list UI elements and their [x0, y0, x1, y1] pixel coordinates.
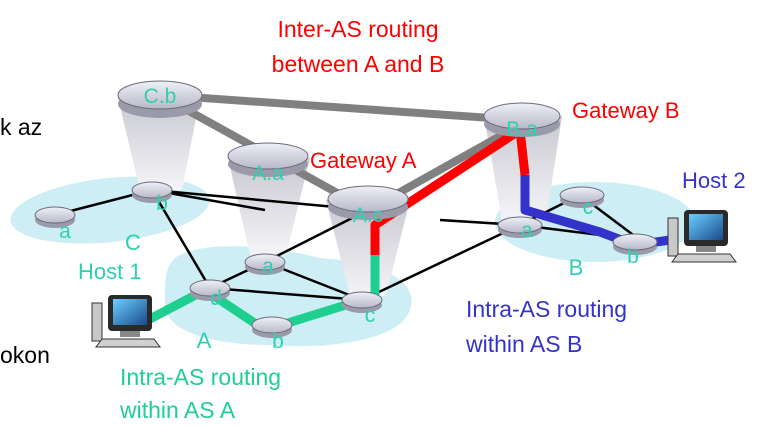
gateway-a-label: Gateway A	[310, 148, 417, 173]
label-b-a: B.a	[506, 118, 538, 141]
router-a-d	[189, 279, 231, 301]
fragment-bottom: okon	[0, 342, 50, 368]
router-c-a	[34, 206, 76, 228]
label-a-c: A.c	[353, 204, 383, 227]
inter-as-caption-2: between A and B	[272, 51, 445, 77]
router-labels: C.b A.a A.c B.a a b a d b c a c b	[59, 85, 639, 353]
label-b-a-low: a	[521, 219, 533, 242]
as-label-a: A	[197, 328, 212, 353]
label-a-d: d	[210, 287, 222, 310]
intra-as-a-caption-1: Intra-AS routing	[120, 364, 281, 390]
label-a-b: b	[272, 330, 284, 353]
router-b-a	[483, 102, 561, 137]
gateway-b-label: Gateway B	[572, 98, 680, 123]
host1-computer-icon	[91, 295, 161, 348]
intra-as-a-caption-2: within AS A	[119, 397, 236, 423]
intra-as-b-caption-1: Intra-AS routing	[466, 296, 627, 322]
label-a-a-low: a	[262, 255, 274, 278]
router-a-c	[327, 185, 409, 220]
host2-computer-icon	[667, 210, 737, 263]
router-a-c-low	[341, 291, 383, 313]
router-b-c	[559, 186, 605, 208]
label-c-a: a	[59, 220, 71, 243]
intra-as-b-caption-2: within AS B	[465, 331, 582, 357]
routers	[34, 80, 658, 338]
inter-as-caption-1: Inter-AS routing	[277, 16, 438, 42]
label-a-a: A.a	[252, 162, 284, 185]
as-label-c: C	[125, 230, 141, 255]
label-c-b-low: b	[156, 192, 168, 215]
router-a-a-low	[244, 253, 286, 275]
label-a-c-low: c	[365, 304, 376, 327]
inter-as-path	[370, 125, 530, 255]
host2-label: Host 2	[682, 168, 746, 193]
router-b-a-low	[497, 216, 543, 238]
router-a-b	[251, 316, 293, 338]
router-c-b	[117, 80, 203, 118]
router-c-b-low	[131, 181, 173, 203]
label-b-c: c	[583, 196, 594, 219]
label-b-b: b	[627, 245, 639, 268]
router-a-a	[227, 142, 309, 177]
as-label-b: B	[569, 255, 584, 280]
fragment-top: k az	[0, 114, 42, 140]
router-b-b	[612, 233, 658, 255]
host1-label: Host 1	[78, 259, 142, 284]
as-labels: C A B	[125, 230, 583, 353]
label-c-b: C.b	[144, 85, 177, 108]
